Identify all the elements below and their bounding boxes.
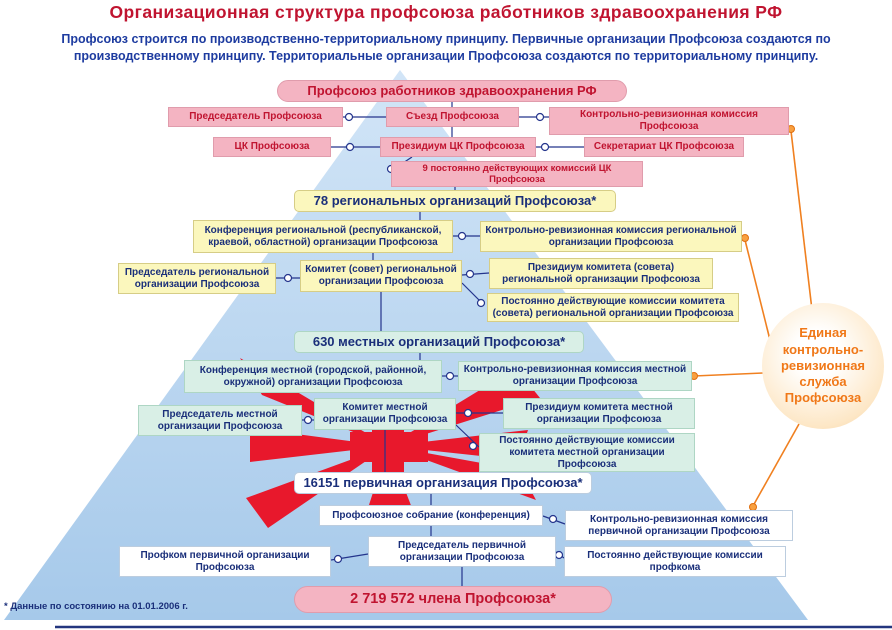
node-regional-committee: Комитет (совет) региональной организации… [300,260,462,292]
node-regional-chairman: Председатель региональной организации Пр… [118,263,276,294]
node-local-chairman: Председатель местной организации Профсою… [138,405,302,436]
node-primary-meeting: Профсоюзное собрание (конференция) [319,505,543,526]
node-federal-central-committee: ЦК Профсоюза [213,137,331,157]
node-primary-header: 16151 первичная организация Профсоюза* [294,472,592,494]
members-total-badge: 2 719 572 члена Профсоюза* [294,586,612,613]
intro-text: Профсоюз строится по производственно-тер… [61,32,831,63]
node-local-audit-commission: Контрольно-ревизионная комиссия местной … [458,361,692,391]
node-regional-presidium: Президиум комитета (совета) региональной… [489,258,713,289]
unified-audit-service-circle: Единая контрольно-ревизионная служба Про… [762,303,884,429]
node-regional-standing-commissions: Постоянно действующие комиссии комитета … [487,293,739,322]
node-local-conference: Конференция местной (городской, районной… [184,360,442,393]
node-regional-header: 78 региональных организаций Профсоюза* [294,190,616,212]
node-local-standing-commissions: Постоянно действующие комиссии комитета … [479,433,695,473]
node-federal-secretariat: Секретариат ЦК Профсоюза [584,137,744,157]
node-federal-congress: Съезд Профсоюза [386,107,519,127]
audit-service-lines [693,130,813,507]
node-local-presidium: Президиум комитета местной организации П… [503,398,695,429]
node-federal-chairman: Председатель Профсоюза [168,107,343,127]
node-federal-standing-commissions: 9 постоянно действующих комиссий ЦК Проф… [391,161,643,188]
connector-dots [283,112,564,564]
node-local-header: 630 местных организаций Профсоюза* [294,331,584,353]
unified-audit-service-label: Единая контрольно-ревизионная служба Про… [780,325,866,406]
node-federal-audit-commission: Контрольно-ревизионная комиссия Профсоюз… [549,107,789,135]
node-primary-standing-commissions: Постоянно действующие комиссии профкома [564,546,786,577]
node-federal-presidium: Президиум ЦК Профсоюза [380,137,536,157]
node-federal-union: Профсоюз работников здравоохранения РФ [277,80,627,102]
node-regional-conference: Конференция региональной (республиканско… [193,220,453,253]
node-primary-audit-commission: Контрольно-ревизионная комиссия первично… [565,510,793,541]
page-title: Организационная структура профсоюза рабо… [109,2,783,22]
footnote: * Данные по состоянию на 01.01.2006 г. [4,601,188,612]
node-primary-chairman: Председатель первичной организации Профс… [368,536,556,567]
node-local-committee: Комитет местной организации Профсоюза [314,398,456,430]
node-primary-profkom: Профком первичной организации Профсоюза [119,546,331,577]
node-regional-audit-commission: Контрольно-ревизионная комиссия регионал… [480,221,742,252]
